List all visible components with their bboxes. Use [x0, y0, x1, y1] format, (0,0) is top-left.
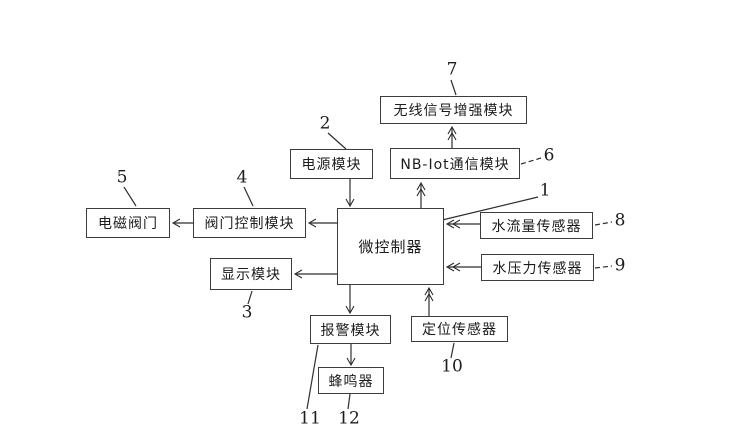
ref-number-microcontroller: 1	[539, 180, 551, 201]
ref-number-alarm-module: 11	[299, 408, 321, 429]
node-solenoid-valve: 电磁阀门	[86, 208, 170, 238]
leader-ref-11	[306, 344, 319, 410]
leader-ref-2	[327, 132, 347, 150]
leader-ref-12	[347, 393, 351, 410]
ref-number-display-module: 3	[241, 302, 253, 323]
ref-number-water-pressure-sensor: 9	[614, 255, 626, 276]
leader-ref-4	[243, 186, 254, 207]
leader-ref-1	[437, 196, 539, 222]
ref-number-solenoid-valve: 5	[116, 167, 128, 188]
ref-number-power-module: 2	[319, 113, 331, 134]
leader-ref-6	[520, 157, 542, 165]
leader-ref-3	[247, 290, 253, 305]
leader-ref-5	[123, 186, 137, 207]
leader-ref-9	[594, 265, 613, 269]
node-buzzer: 蜂鸣器	[318, 367, 384, 394]
ref-number-buzzer: 12	[338, 408, 360, 429]
ref-number-nb-iot-module: 6	[543, 145, 555, 166]
node-power-module: 电源模块	[290, 149, 373, 179]
node-display-module: 显示模块	[210, 258, 292, 290]
ref-number-wireless-booster: 7	[446, 59, 458, 80]
node-valve-control-module: 阀门控制模块	[193, 208, 306, 238]
node-nb-iot-communication-module: NB-Iot通信模块	[390, 148, 520, 179]
leader-ref-10	[450, 342, 455, 359]
node-water-flow-sensor: 水流量传感器	[480, 212, 593, 239]
node-microcontroller: 微控制器	[337, 208, 444, 285]
leader-ref-8	[594, 221, 613, 226]
node-positioning-sensor: 定位传感器	[411, 316, 508, 342]
ref-number-valve-control-module: 4	[236, 167, 248, 188]
leader-ref-7	[450, 79, 457, 96]
ref-number-water-flow-sensor: 8	[614, 210, 626, 231]
ref-number-positioning-sensor: 10	[441, 356, 463, 377]
node-wireless-signal-booster-module: 无线信号增强模块	[380, 96, 527, 124]
node-alarm-module: 报警模块	[310, 315, 391, 344]
node-water-pressure-sensor: 水压力传感器	[481, 254, 594, 281]
